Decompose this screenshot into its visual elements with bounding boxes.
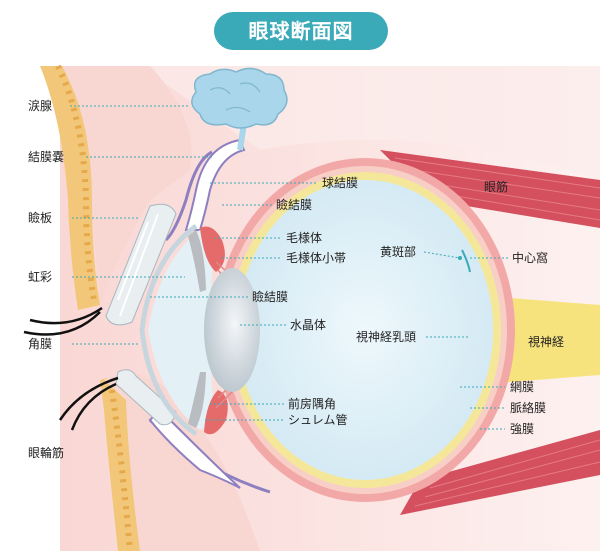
- fovea-dip: [461, 249, 471, 273]
- label-ciliary-zonule: 毛様体小帯: [286, 251, 347, 265]
- label-cornea: 角膜: [28, 337, 53, 351]
- label-conjunctival-sac: 結膜嚢: [28, 150, 65, 164]
- lower-lid-bone: [100, 378, 140, 551]
- label-optic-disc: 視神経乳頭: [356, 330, 417, 344]
- label-optic-nerve: 視神経: [528, 335, 565, 349]
- label-sclera: 強膜: [510, 422, 535, 436]
- label-lacrimal-gland: 涙腺: [28, 99, 53, 113]
- lens-shape: [204, 268, 260, 392]
- lower-eyelashes: [58, 376, 119, 431]
- label-retina: 網膜: [510, 380, 535, 394]
- page-title: 眼球断面図: [214, 12, 388, 50]
- upper-tarsal-plate: [105, 203, 177, 326]
- iris-bottom: [188, 372, 206, 428]
- label-palpebral-conjunctiva-mid: 瞼結膜: [252, 290, 289, 304]
- leader-lines: [70, 105, 508, 430]
- inferior-muscle: [400, 430, 600, 515]
- label-anterior-chamber-angle: 前房隅角: [288, 397, 337, 411]
- label-bulbar-conjunctiva: 球結膜: [322, 176, 359, 190]
- label-fovea: 中心窩: [512, 251, 549, 265]
- lacrimal-gland: [191, 67, 288, 151]
- cornea-shape: [139, 223, 198, 437]
- vitreous-body: [237, 180, 493, 480]
- label-macula: 黄斑部: [380, 245, 417, 259]
- upper-eyelashes: [23, 306, 103, 336]
- label-ciliary-body: 毛様体: [286, 231, 323, 245]
- lower-tarsal-plate: [115, 369, 177, 426]
- superior-muscle: [380, 150, 600, 228]
- label-palpebral-conjunctiva-upper: 瞼結膜: [276, 198, 313, 212]
- label-choroid: 脈絡膜: [510, 401, 547, 415]
- label-tarsal-plate: 瞼板: [28, 211, 53, 225]
- label-schlemm-canal: シュレム管: [288, 413, 348, 427]
- label-iris: 虹彩: [28, 270, 53, 284]
- upper-lid-bone: [40, 66, 100, 310]
- ciliary-body-bottom: [204, 390, 228, 435]
- label-extraocular-muscle: 眼筋: [484, 180, 509, 194]
- label-orbicularis-oculi: 眼輪筋: [28, 446, 65, 460]
- iris-top: [188, 230, 206, 292]
- label-lens: 水晶体: [290, 318, 327, 332]
